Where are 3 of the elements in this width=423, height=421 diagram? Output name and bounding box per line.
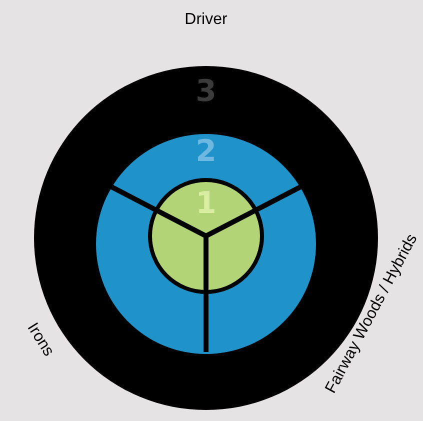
ring-number: 2	[196, 136, 216, 168]
ring-number: 3	[196, 76, 216, 108]
category-label: Driver	[184, 10, 228, 30]
